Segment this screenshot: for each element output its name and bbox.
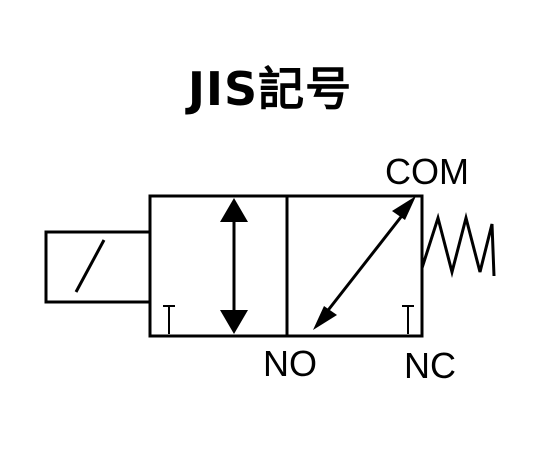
arrow-head-upper-right — [392, 196, 416, 220]
arrow-head-down — [220, 310, 248, 334]
right-block-flow — [313, 196, 416, 334]
port-label-com: COM — [385, 151, 469, 192]
solenoid-actuator — [44, 230, 152, 304]
port-label-nc: NC — [404, 345, 456, 386]
blocked-port-right — [402, 305, 414, 334]
diagonal-double-arrow — [320, 207, 410, 319]
port-label-no: NO — [263, 343, 317, 384]
blocked-port-left — [163, 305, 175, 334]
arrow-head-up — [220, 198, 248, 222]
spring-return — [420, 212, 496, 278]
page-title: JIS記号 — [187, 62, 353, 116]
left-block-flow — [163, 198, 248, 334]
valve-body — [148, 194, 424, 338]
arrow-head-lower-left — [313, 306, 337, 330]
